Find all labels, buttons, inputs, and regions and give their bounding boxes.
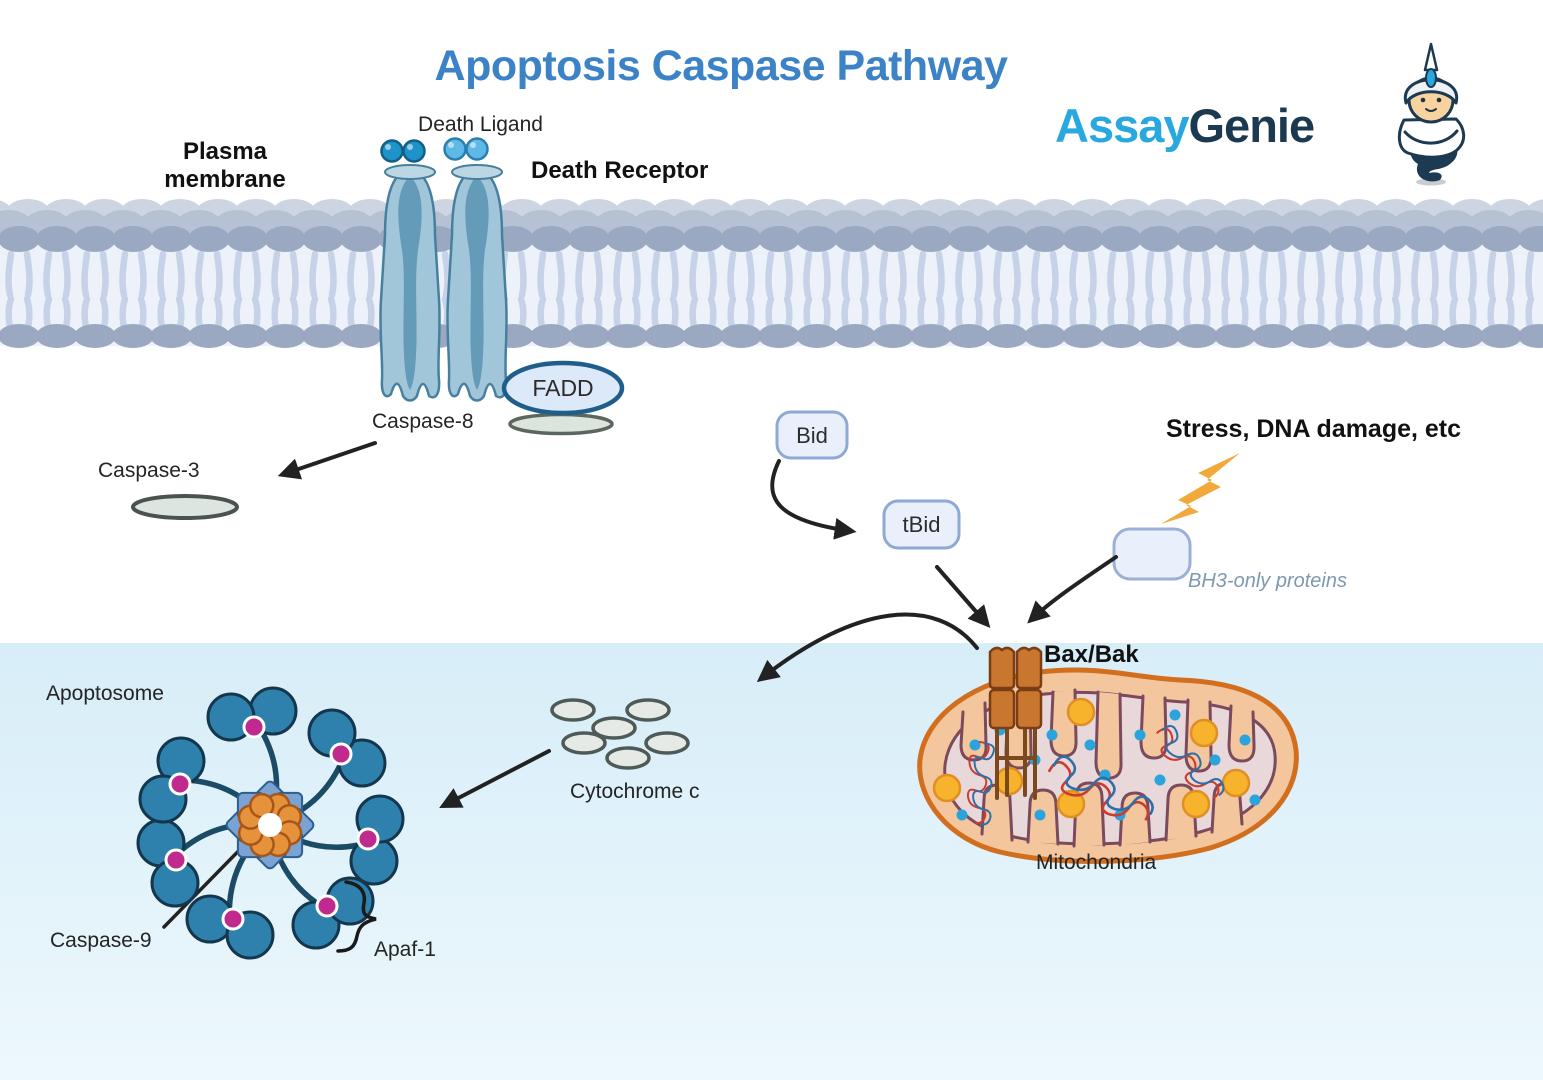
plasma-membrane-graphic — [0, 198, 1543, 348]
label-death-receptor: Death Receptor — [531, 157, 709, 184]
label-stress-dna-damage: Stress, DNA damage, etc — [1166, 415, 1462, 443]
label-bax-bak: Bax/Bak — [1044, 641, 1139, 668]
label-tbid: tBid — [902, 512, 941, 537]
label-fadd: FADD — [532, 375, 594, 401]
bax-bak-graphic — [988, 646, 1043, 800]
label-cytochrome-c: Cytochrome c — [570, 780, 700, 803]
tbid-box — [882, 499, 961, 550]
bid-box — [775, 410, 849, 460]
assaygenie-logo: AssayGenie — [1055, 98, 1316, 153]
arrow-caspase8-to-caspase3 — [277, 441, 377, 480]
arrow-bid-to-tbid — [770, 459, 857, 540]
death-ligand-graphic — [380, 137, 489, 163]
arrow-tbid-to-baxbak — [935, 565, 991, 628]
bh3-box — [1112, 527, 1192, 581]
logo-genie: Genie — [1188, 99, 1316, 152]
arrows — [162, 441, 1118, 929]
caspase-3-graphic — [131, 494, 239, 520]
label-plasma-membrane: Plasma membrane — [164, 138, 286, 193]
arrow-cytochrome-to-apoptosome — [439, 749, 551, 809]
label-caspase-3: Caspase-3 — [98, 459, 200, 482]
fadd-graphic — [501, 360, 625, 436]
page-title: Apoptosis Caspase Pathway — [434, 42, 1008, 90]
apaf1-brace — [336, 880, 377, 953]
apoptosome-graphic — [136, 686, 405, 960]
death-receptor-graphic — [379, 164, 508, 402]
label-bh3-only-proteins: BH3-only proteins — [1188, 570, 1347, 592]
lightning-icon — [1161, 453, 1240, 524]
label-bid: Bid — [796, 423, 828, 448]
label-apaf-1: Apaf-1 — [374, 938, 436, 961]
label-death-ligand: Death Ligand — [418, 113, 543, 136]
genie-mascot-icon — [1397, 42, 1466, 186]
label-caspase-9: Caspase-9 — [50, 929, 152, 952]
label-mitochondria: Mitochondria — [1036, 851, 1157, 874]
mitochondria-graphic — [917, 667, 1299, 864]
arrow-mito-to-cytochrome — [756, 612, 979, 683]
label-apoptosome: Apoptosome — [46, 682, 164, 705]
logo-assay: Assay — [1055, 99, 1189, 152]
label-caspase-8: Caspase-8 — [372, 410, 474, 433]
cytochrome-c-graphic — [550, 698, 690, 770]
arrow-bh3-to-baxbak — [1027, 555, 1118, 624]
